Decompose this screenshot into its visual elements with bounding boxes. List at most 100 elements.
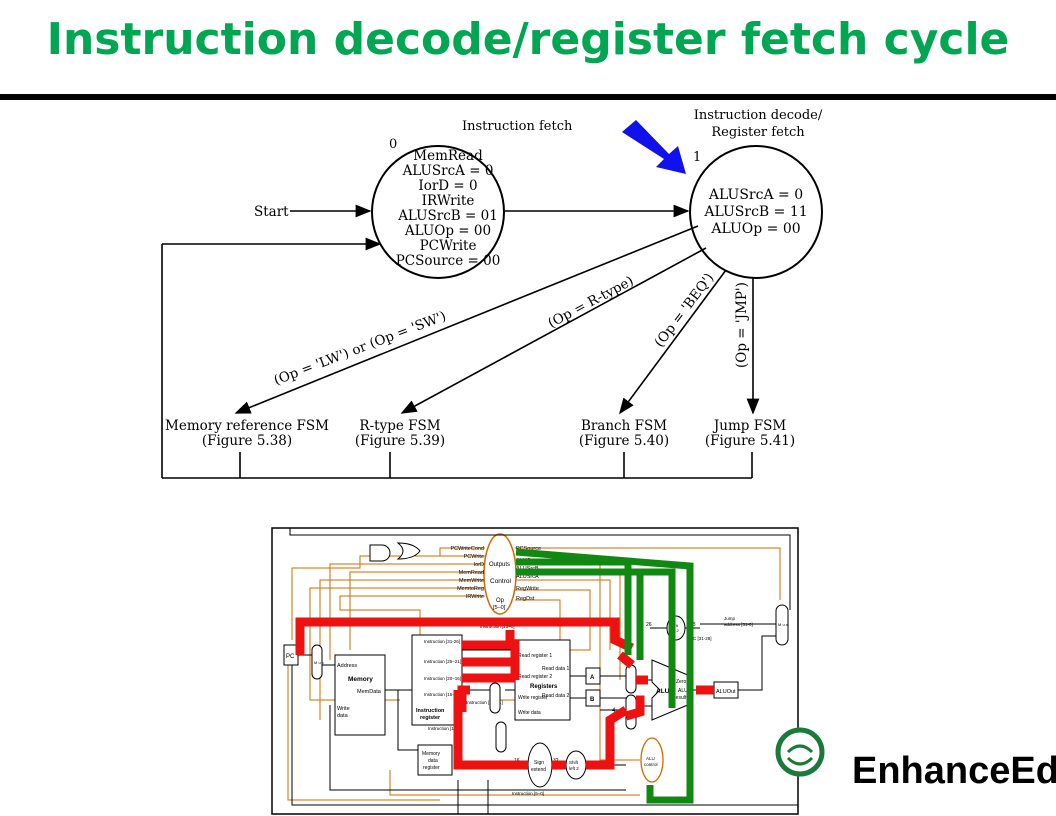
enhanceedu-logo <box>775 727 825 777</box>
logo-text: EnhanceEdu <box>852 750 1056 792</box>
instr-reg-label: register <box>420 715 441 721</box>
state-0-line: ALUOp = 00 <box>404 223 491 239</box>
memory-data-label: MemData <box>357 689 382 695</box>
alu-control <box>640 737 664 783</box>
state-1-circle <box>689 145 823 279</box>
shift-left-label: left 2 <box>569 766 579 771</box>
datapath-wires <box>289 528 798 814</box>
return-loop <box>161 237 753 479</box>
reg-read-register-1: Read register 1 <box>518 653 552 659</box>
control-outputs-label: Outputs <box>489 562 510 568</box>
state-0-line: PCSource = 00 <box>396 253 501 269</box>
signal-label: PCWrite <box>464 554 484 560</box>
state-0-number: 0 <box>389 137 397 152</box>
reg-write-data: Write data <box>518 710 541 716</box>
target-branch-figure: (Figure 5.40) <box>579 433 669 449</box>
reg-read-register-2: Read register 2 <box>518 674 552 680</box>
sign-extend-label: extend <box>531 767 546 773</box>
bit-width-label: 26 <box>646 622 652 628</box>
state-0-circle <box>371 145 505 279</box>
control-label: Control <box>490 578 512 585</box>
control-op-bits: [5–0] <box>493 605 506 611</box>
shift-left-label: Shift <box>569 760 579 765</box>
signal-label: IRWrite <box>466 594 484 600</box>
register-a <box>585 667 601 685</box>
register-a-label: A <box>590 675 595 681</box>
target-memory-ref-figure: (Figure 5.38) <box>202 433 292 449</box>
pc-31-28-label: PC [31-28] <box>690 636 712 641</box>
and-gate <box>369 544 391 562</box>
transition-label-jmp: (Op = 'JMP') <box>734 282 750 368</box>
mdr-label: Memory <box>422 751 441 757</box>
signal-label: IorD <box>474 562 484 568</box>
state-0-line: IRWrite <box>422 193 475 209</box>
reg-read-data-1: Read data 1 <box>542 666 569 672</box>
memory-title: Memory <box>348 676 373 683</box>
state-0-line: PCWrite <box>420 238 477 254</box>
title-divider <box>0 94 1056 100</box>
page-title: Instruction decode/register fetch cycle <box>46 14 1010 65</box>
state-0-line: MemRead <box>413 148 483 164</box>
aluout-label: ALUOut <box>716 689 736 695</box>
signal-label: MemtoReg <box>457 586 484 592</box>
reg-read-data-2: Read data 2 <box>542 693 569 699</box>
target-r-type: R-type FSM <box>359 418 440 434</box>
instr-reg-label: Instruction <box>416 708 445 714</box>
jump-address-label: address [31-0] <box>724 622 753 627</box>
green-highlight-path <box>515 548 694 804</box>
signal-label: RegWrite <box>516 586 539 592</box>
memory-data-in-label: data <box>337 713 349 719</box>
alu-control-label: control <box>644 762 658 767</box>
mdr-label: register <box>423 765 440 771</box>
transition-r-type <box>400 247 707 414</box>
signal-label: PCSource <box>516 546 541 552</box>
alu-zero-label: Zero <box>676 679 687 685</box>
register-file <box>514 639 571 721</box>
mux-alusrca <box>625 664 637 694</box>
or-gate <box>396 542 421 560</box>
transition-beq <box>619 269 727 415</box>
alu-result-label: ALU <box>678 688 688 694</box>
state-1-line: ALUSrcA = 0 <box>708 187 803 203</box>
memory-unit <box>334 654 386 736</box>
shift-left-2-unit <box>565 750 587 780</box>
state-1-label: Instruction decode/ <box>694 108 823 123</box>
memory-write-label: Write <box>337 706 350 712</box>
signal-label: MemRead <box>459 570 484 576</box>
signal-label: RegDst <box>516 596 535 602</box>
register-b <box>585 689 601 707</box>
mux-regdst <box>489 682 501 714</box>
instr-field: Instruction [20–16] <box>424 676 461 681</box>
state-1-number: 1 <box>693 150 701 165</box>
mux-label: M u x <box>778 622 788 627</box>
registers-title: Registers <box>530 684 558 690</box>
state-0-line: ALUSrcB = 01 <box>397 208 498 224</box>
state-1-line: ALUSrcB = 11 <box>703 204 807 220</box>
memory-address-label: Address <box>337 663 357 669</box>
state-1-line: ALUOp = 00 <box>710 221 800 237</box>
instr-field: Instruction [25–21] <box>424 659 461 664</box>
constant-four: 4 <box>612 708 616 714</box>
alu-result-label: result <box>674 695 687 701</box>
transition-lw-sw <box>234 225 699 414</box>
instr-field: Instruction [31-26] <box>424 639 460 644</box>
register-b-label: B <box>590 697 595 703</box>
red-highlight-path <box>295 617 714 770</box>
instr-field: Instruction [15–0] <box>424 692 459 697</box>
state-0-line: IorD = 0 <box>418 178 477 194</box>
target-r-type-figure: (Figure 5.39) <box>355 433 445 449</box>
instr-15-0-label: Instruction [15–0] <box>428 726 463 731</box>
state-0-line: ALUSrcA = 0 <box>402 163 494 179</box>
signal-label: MemWrite <box>459 578 484 584</box>
instr-5-0-label: Instruction [5–0] <box>512 791 544 796</box>
alu-label: ALU <box>656 688 670 695</box>
target-jump-figure: (Figure 5.41) <box>705 433 795 449</box>
target-memory-ref: Memory reference FSM <box>165 418 329 434</box>
mux-iord <box>311 644 323 680</box>
signal-label: PCWriteCond <box>450 546 484 552</box>
state-0-label: Instruction fetch <box>462 119 573 134</box>
mux-pcsource <box>775 604 789 646</box>
sign-extend-label: Sign <box>534 760 544 766</box>
highlight-arrow-icon <box>622 120 686 174</box>
